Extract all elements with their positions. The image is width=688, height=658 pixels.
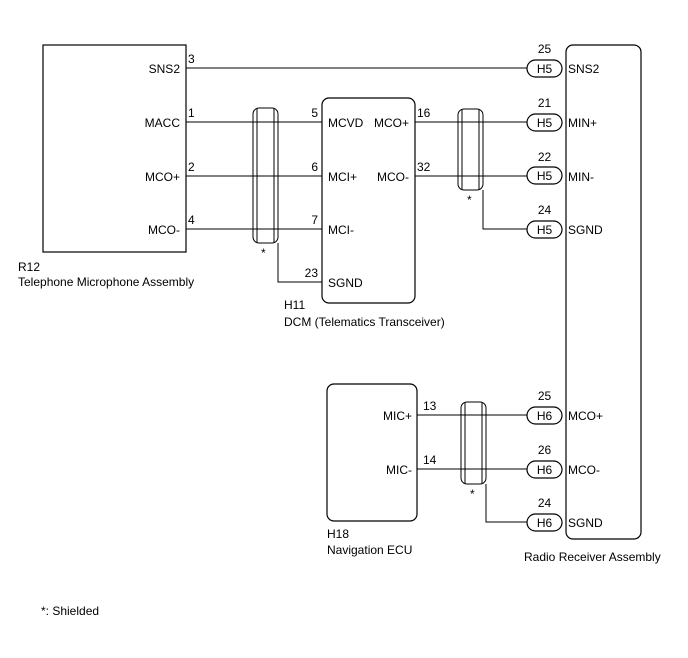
pin-number: 5 [311, 106, 318, 120]
pin-label: MIC- [386, 463, 412, 477]
connector-h6-mco-plus: H6 [526, 406, 563, 425]
connector-label: H6 [537, 409, 553, 423]
connector-label: H6 [537, 516, 553, 530]
pin-number: 16 [417, 106, 431, 120]
shield-symbol-1 [252, 107, 279, 244]
pin-number: 4 [188, 213, 195, 227]
shield-symbol-3 [460, 401, 487, 485]
connector-label: H5 [537, 116, 553, 130]
nav-ecu-name: Navigation ECU [327, 543, 412, 557]
connector-label: H6 [537, 463, 553, 477]
connector-h5-sgnd: H5 [526, 220, 563, 239]
connector-h6-mco-minus: H6 [526, 460, 563, 479]
dcm-code: H11 [284, 298, 305, 312]
shield-mark: * [470, 487, 475, 501]
radio-receiver-name: Radio Receiver Assembly [524, 550, 661, 564]
connector-h6-sgnd: H6 [526, 513, 563, 532]
pin-number: 7 [311, 213, 318, 227]
wire-shield-radio-sgnd-h5 [482, 190, 527, 230]
telephone-mic-name: Telephone Microphone Assembly [18, 275, 194, 289]
telephone-mic-code: R12 [18, 260, 40, 274]
pin-number: 21 [538, 96, 552, 110]
pin-label: MCO- [148, 223, 180, 237]
shielded-footnote: *: Shielded [41, 604, 99, 618]
pin-number: 24 [538, 496, 552, 510]
dcm-name: DCM (Telematics Transceiver) [284, 315, 445, 329]
pin-label: MCO+ [374, 116, 409, 130]
nav-ecu-box [326, 383, 418, 522]
nav-ecu-code: H18 [327, 527, 349, 541]
pin-label: SNS2 [568, 62, 600, 76]
pin-number: 14 [423, 453, 437, 467]
pin-label: MIN+ [568, 116, 597, 130]
pin-number: 25 [538, 389, 552, 403]
pin-label: SGND [328, 276, 363, 290]
shield-mark: * [261, 246, 266, 260]
pin-label: MCO- [568, 463, 600, 477]
pin-label: MACC [145, 116, 181, 130]
wire-shield-dcm-sgnd [277, 243, 322, 283]
pin-label: MCI+ [328, 170, 357, 184]
pin-number: 23 [305, 266, 319, 280]
pin-number: 32 [417, 160, 431, 174]
connector-h5-sns2: H5 [526, 59, 563, 78]
pin-label: MIC+ [383, 409, 412, 423]
pin-number: 6 [311, 160, 318, 174]
wire-shield-radio-sgnd-h6 [485, 484, 527, 523]
connector-label: H5 [537, 169, 553, 183]
pin-number: 2 [188, 160, 195, 174]
pin-label: MCO+ [145, 170, 180, 184]
pin-number: 25 [538, 42, 552, 56]
pin-label: MCI- [328, 223, 354, 237]
pin-number: 24 [538, 203, 552, 217]
pin-label: MCO- [377, 170, 409, 184]
shield-symbol-2 [457, 108, 484, 191]
pin-label: SGND [568, 516, 603, 530]
connector-label: H5 [537, 62, 553, 76]
pin-label: SNS2 [149, 62, 181, 76]
pin-number: 22 [538, 150, 552, 164]
pin-label: MCO+ [568, 409, 603, 423]
connector-h5-min-plus: H5 [526, 113, 563, 132]
pin-label: MCVD [328, 116, 364, 130]
radio-receiver-box [565, 44, 642, 540]
dcm-box [321, 97, 416, 304]
pin-number: 26 [538, 443, 552, 457]
pin-label: SGND [568, 223, 603, 237]
shield-mark: * [467, 193, 472, 207]
telephone-mic-box [42, 44, 187, 253]
connector-h5-min-minus: H5 [526, 166, 563, 185]
pin-label: MIN- [568, 170, 594, 184]
connector-label: H5 [537, 223, 553, 237]
pin-number: 3 [188, 52, 195, 66]
pin-number: 1 [188, 106, 195, 120]
pin-number: 13 [423, 399, 437, 413]
